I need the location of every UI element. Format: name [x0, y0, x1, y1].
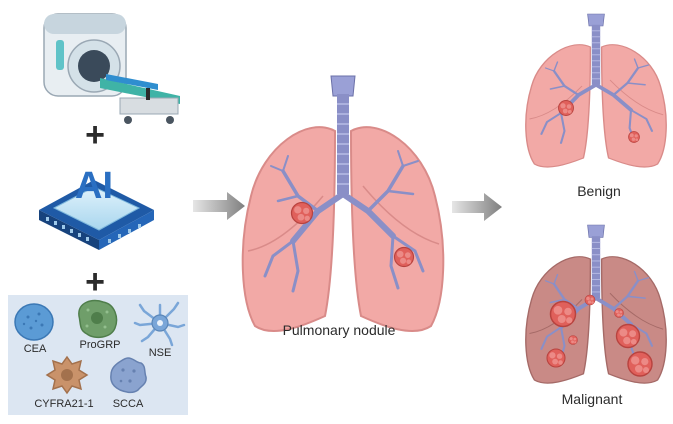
nodule-left-center: [292, 203, 313, 224]
nodule-benign-1: [559, 101, 574, 116]
arrow-right-2: [452, 193, 502, 221]
plus-sign-1: +: [85, 116, 105, 154]
biomarker-label-cyfra21-1: CYFRA21-1: [34, 398, 93, 410]
cea-cell-icon: [15, 304, 53, 340]
nodule-right-center: [395, 248, 414, 267]
biomarker-label-scca: SCCA: [113, 398, 144, 410]
biomarker-label-cea: CEA: [24, 343, 47, 355]
benign-label: Benign: [577, 183, 621, 199]
cyfra21-1-cell-icon: [47, 357, 87, 393]
center-lungs-illustration: [243, 76, 444, 331]
pulmonary-nodule-label: Pulmonary nodule: [283, 322, 396, 338]
ai-chip-text: AI: [75, 165, 113, 207]
biomarker-label-progrp: ProGRP: [80, 339, 121, 351]
biomarker-label-nse: NSE: [149, 347, 172, 359]
arrow-right-1: [193, 192, 245, 220]
mri-scanner-icon: [44, 14, 180, 124]
progrp-cell-icon: [79, 301, 117, 338]
malignant-label: Malignant: [562, 391, 623, 407]
nodule-benign-2: [629, 132, 640, 143]
benign-lungs-illustration: [526, 14, 666, 167]
